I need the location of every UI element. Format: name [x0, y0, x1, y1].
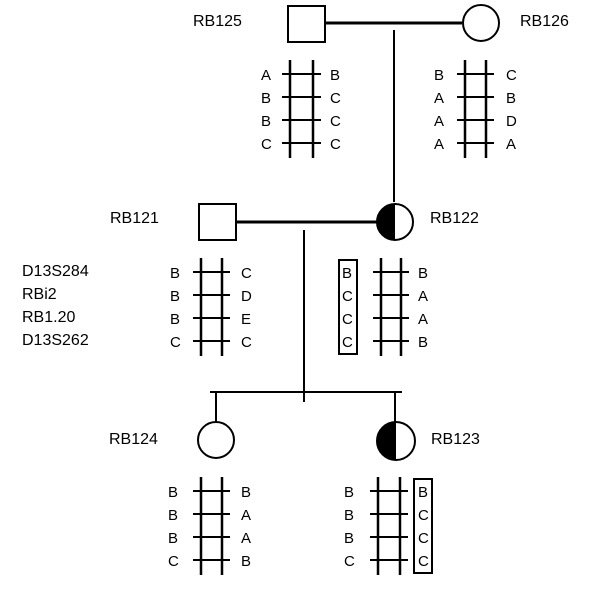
disease-haplotype-box: [338, 259, 358, 355]
allele-right: B: [330, 67, 340, 84]
label-rb125: RB125: [193, 13, 242, 30]
label-rb121: RB121: [110, 210, 159, 227]
allele-right: C: [241, 265, 252, 282]
allele-left: B: [344, 484, 354, 501]
female-symbol-rb126[interactable]: [462, 4, 500, 42]
allele-left: B: [170, 288, 180, 305]
allele-left: C: [342, 288, 353, 305]
label-rb123: RB123: [431, 431, 480, 448]
allele-right: C: [330, 113, 341, 130]
allele-right: C: [418, 530, 429, 547]
allele-left: C: [344, 553, 355, 570]
male-symbol-rb121[interactable]: [198, 203, 237, 241]
allele-left: B: [342, 265, 352, 282]
allele-left: A: [434, 113, 444, 130]
allele-left: A: [434, 136, 444, 153]
allele-right: D: [241, 288, 252, 305]
allele-left: B: [168, 530, 178, 547]
allele-right: B: [241, 553, 251, 570]
affected-female-symbol-rb122[interactable]: [376, 203, 414, 241]
allele-right: C: [418, 507, 429, 524]
label-rb126: RB126: [520, 13, 569, 30]
allele-right: A: [418, 311, 428, 328]
allele-right: A: [241, 507, 251, 524]
allele-right: D: [506, 113, 517, 130]
allele-right: B: [506, 90, 516, 107]
allele-left: B: [168, 484, 178, 501]
allele-right: E: [241, 311, 251, 328]
allele-left: A: [434, 90, 444, 107]
label-rb124: RB124: [109, 431, 158, 448]
label-rb122: RB122: [430, 210, 479, 227]
allele-left: C: [261, 136, 272, 153]
allele-right: A: [506, 136, 516, 153]
allele-left: B: [168, 507, 178, 524]
male-symbol-rb125[interactable]: [287, 5, 326, 43]
allele-right: A: [418, 288, 428, 305]
allele-left: B: [344, 507, 354, 524]
allele-left: B: [170, 265, 180, 282]
allele-right: B: [418, 334, 428, 351]
marker-name: RBi2: [22, 286, 57, 303]
allele-left: C: [342, 311, 353, 328]
allele-right: C: [330, 90, 341, 107]
marker-name: D13S284: [22, 263, 89, 280]
marker-name: D13S262: [22, 332, 89, 349]
affected-female-symbol-rb123[interactable]: [376, 421, 416, 461]
allele-left: B: [170, 311, 180, 328]
allele-right: A: [241, 530, 251, 547]
allele-right: B: [241, 484, 251, 501]
allele-right: B: [418, 484, 428, 501]
allele-right: C: [330, 136, 341, 153]
allele-left: B: [434, 67, 444, 84]
allele-left: C: [170, 334, 181, 351]
allele-right: C: [506, 67, 517, 84]
allele-left: C: [168, 553, 179, 570]
disease-haplotype-box: [413, 478, 433, 574]
allele-left: B: [344, 530, 354, 547]
female-symbol-rb124[interactable]: [197, 421, 235, 459]
allele-right: C: [241, 334, 252, 351]
allele-right: B: [418, 265, 428, 282]
allele-right: C: [418, 553, 429, 570]
allele-left: C: [342, 334, 353, 351]
marker-name: RB1.20: [22, 309, 75, 326]
allele-left: B: [261, 113, 271, 130]
allele-left: A: [261, 67, 271, 84]
allele-left: B: [261, 90, 271, 107]
